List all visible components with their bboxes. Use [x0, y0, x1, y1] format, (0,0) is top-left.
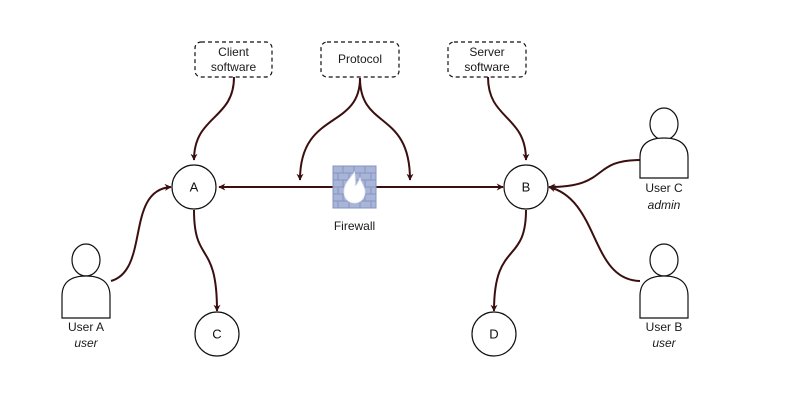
- firewall-icon: [332, 165, 377, 209]
- node-c-label: C: [212, 327, 221, 342]
- edge-client-to-a: [190, 76, 235, 161]
- note-client-software: Client software: [194, 41, 273, 78]
- flame-icon: [343, 170, 366, 204]
- user-c-name: User C: [645, 181, 683, 195]
- edge-server-to-b: [487, 76, 530, 161]
- user-b-icon: [639, 243, 689, 319]
- user-c-icon: [639, 107, 689, 179]
- note-protocol: Protocol: [320, 41, 400, 78]
- user-a-role: user: [74, 336, 98, 350]
- edge-protocol-to-right: [359, 77, 414, 181]
- user-b-name: User B: [646, 320, 683, 334]
- user-b: User B user: [639, 243, 689, 350]
- node-b-label: B: [522, 180, 531, 195]
- user-c: User C admin: [639, 107, 689, 212]
- note-client-line1: Client: [218, 45, 249, 59]
- note-server-line1: Server: [469, 45, 504, 59]
- edge-user-a-to-a: [110, 183, 172, 282]
- firewall-label: Firewall: [334, 219, 375, 233]
- note-protocol-line1: Protocol: [338, 52, 382, 66]
- user-c-role: admin: [648, 198, 681, 212]
- edge-a-to-c: [193, 209, 221, 312]
- user-a-name: User A: [68, 320, 104, 334]
- user-a: User A user: [61, 243, 111, 350]
- note-server-software: Server software: [447, 41, 527, 78]
- edge-user-c-to-b: [548, 159, 641, 191]
- node-b: B: [503, 164, 549, 210]
- node-c: C: [194, 311, 240, 357]
- firewall: Firewall: [332, 165, 377, 233]
- edge-b-to-d: [490, 209, 527, 312]
- edge-protocol-to-left: [296, 77, 361, 181]
- edges: [110, 76, 641, 312]
- note-client-line2: software: [211, 60, 257, 74]
- node-d-label: D: [489, 327, 498, 342]
- node-d: D: [471, 311, 517, 357]
- user-b-role: user: [652, 336, 676, 350]
- user-a-icon: [61, 243, 111, 319]
- edge-user-b-to-b: [548, 185, 641, 282]
- note-server-line2: software: [464, 60, 510, 74]
- node-a-label: A: [190, 180, 199, 195]
- node-a: A: [171, 164, 217, 210]
